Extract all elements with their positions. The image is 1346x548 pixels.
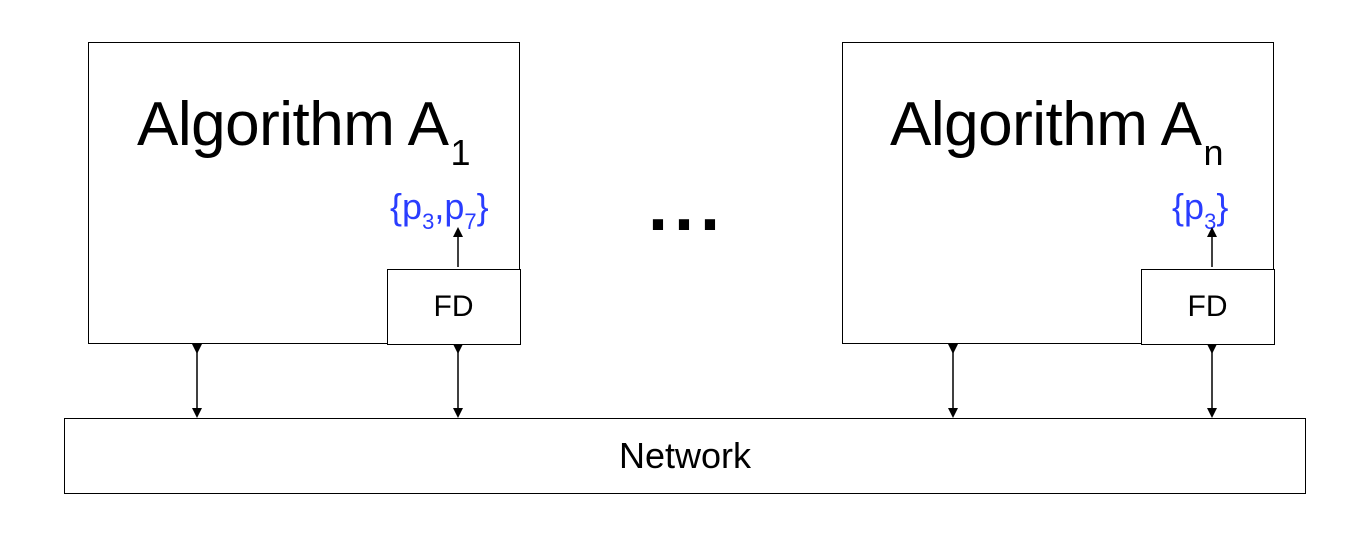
- algorithm-an-title: Algorithm An: [890, 89, 1224, 173]
- failure-detector-a1-label: FD: [433, 289, 474, 323]
- suspect-set-a1-item-1: p: [402, 186, 423, 227]
- algorithm-a1-title-subscript: 1: [450, 132, 471, 173]
- algorithm-a1-title-main: Algorithm A: [137, 90, 449, 159]
- algorithm-a1-title: Algorithm A1: [137, 89, 471, 173]
- ellipsis: ...: [648, 166, 727, 246]
- suspect-set-a1-close-brace: }: [476, 186, 489, 227]
- suspect-set-a1-item-1-subscript: 3: [422, 209, 435, 234]
- suspect-set-an-open-brace: {: [1172, 186, 1185, 227]
- suspect-set-a1-open-brace: {: [390, 186, 403, 227]
- suspect-set-an-item-1: p: [1184, 186, 1205, 227]
- failure-detector-a1-box: FD: [386, 268, 521, 345]
- suspect-set-a1-item-2-subscript: 7: [464, 209, 477, 234]
- failure-detector-an-label: FD: [1187, 289, 1228, 323]
- suspect-set-an-close-brace: }: [1216, 186, 1229, 227]
- network-box: Network: [64, 418, 1306, 494]
- network-label: Network: [618, 435, 752, 476]
- algorithm-an-box: Algorithm An FD: [842, 42, 1275, 345]
- algorithm-an-title-main: Algorithm A: [890, 90, 1202, 159]
- suspect-set-a1-item-2: p: [444, 186, 465, 227]
- algorithm-an-title-subscript: n: [1203, 132, 1224, 173]
- suspect-set-a1: {p3,p7}: [390, 186, 489, 234]
- algorithm-a1-box: Algorithm A1 FD: [88, 42, 521, 345]
- failure-detector-an-box: FD: [1140, 268, 1275, 345]
- suspect-set-a1-separator: ,: [434, 186, 445, 227]
